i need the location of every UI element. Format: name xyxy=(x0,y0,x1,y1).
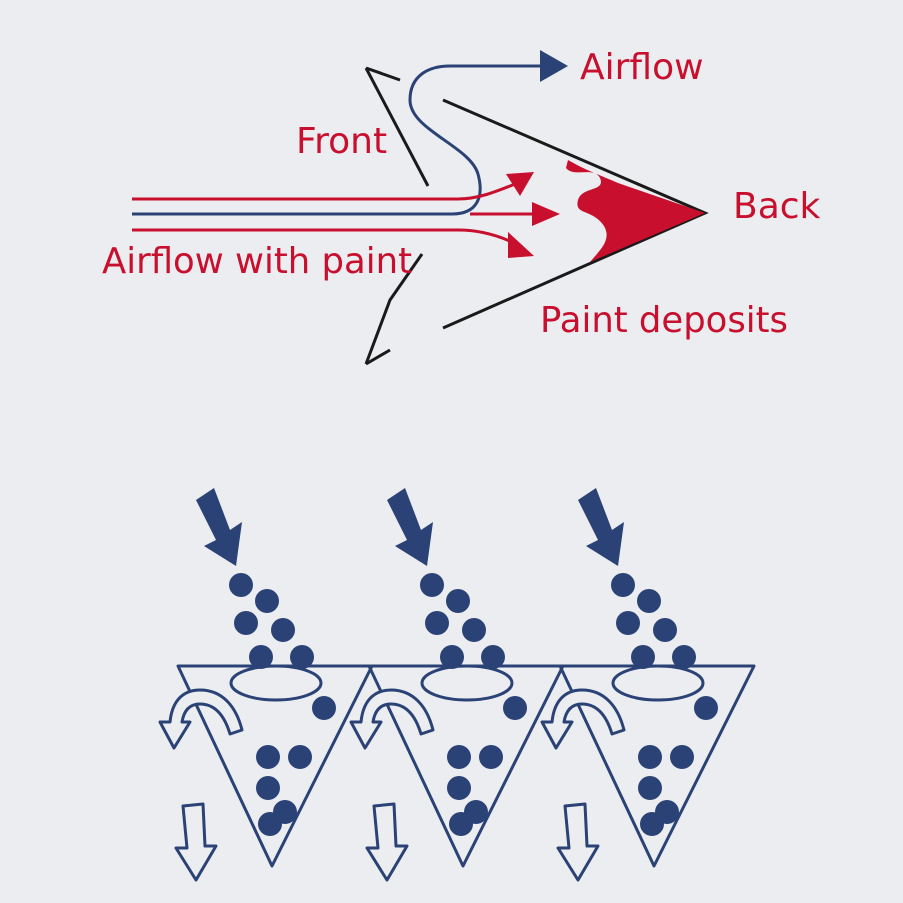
incoming-arrow-icon xyxy=(196,488,242,566)
paint-particle xyxy=(447,776,471,800)
filter-cell-2 xyxy=(349,488,565,882)
paint-particle xyxy=(503,696,527,720)
filter-cell-1 xyxy=(158,488,374,882)
deflect-arrow-icon xyxy=(540,688,626,750)
paint-particle xyxy=(447,745,471,769)
incoming-arrow-icon xyxy=(578,488,624,566)
down-arrow-icon xyxy=(556,802,600,882)
filter-cell-3 xyxy=(540,488,756,882)
deflect-arrow-icon xyxy=(349,688,435,750)
paint-particle xyxy=(425,611,449,635)
paint-particle xyxy=(271,618,295,642)
paint-particle xyxy=(611,573,635,597)
front-label: Front xyxy=(296,121,387,162)
paint-particle xyxy=(249,645,273,669)
back-label: Back xyxy=(733,186,821,227)
pocket-opening xyxy=(420,664,514,702)
paint-particle xyxy=(288,745,312,769)
paint-particle xyxy=(256,745,280,769)
paint-particle xyxy=(290,645,314,669)
paint-airflow-arrowheads xyxy=(506,172,560,258)
paint-particle xyxy=(670,745,694,769)
paint-particle xyxy=(616,611,640,635)
paint-particle xyxy=(672,645,696,669)
incoming-arrow-icon xyxy=(387,488,433,566)
paint-particle xyxy=(440,645,464,669)
paint-particle xyxy=(234,611,258,635)
airflow-arrowhead xyxy=(540,50,568,82)
paint-particle xyxy=(631,645,655,669)
paint-particle xyxy=(653,618,677,642)
paint-particle xyxy=(229,573,253,597)
airflow-curve xyxy=(132,61,567,216)
paint-particle xyxy=(256,776,280,800)
down-arrow-icon xyxy=(365,802,409,882)
pocket-opening xyxy=(611,664,705,702)
paint-deposits-shape xyxy=(566,160,705,262)
paint-particle xyxy=(640,812,664,836)
paint-particle xyxy=(312,696,336,720)
paint-particle xyxy=(258,812,282,836)
paint-particle xyxy=(479,745,503,769)
paint-particle xyxy=(449,812,473,836)
pocket-opening xyxy=(229,664,323,702)
paint-particle xyxy=(637,589,661,613)
paint-particle xyxy=(638,776,662,800)
paint-particle xyxy=(481,645,505,669)
paint-particle xyxy=(420,573,444,597)
down-arrow-icon xyxy=(174,802,218,882)
pocket-cross-section: Airflow Front Back Airflow with paint Pa… xyxy=(102,47,821,366)
filter-cells xyxy=(158,488,756,882)
paint-particle xyxy=(694,696,718,720)
paint-particle xyxy=(255,589,279,613)
paint-particle xyxy=(446,589,470,613)
deflect-arrow-icon xyxy=(158,688,244,750)
airflow-with-paint-label: Airflow with paint xyxy=(102,241,412,282)
paint-deposits-label: Paint deposits xyxy=(540,300,788,341)
paint-particle xyxy=(462,618,486,642)
airflow-label: Airflow xyxy=(580,47,704,88)
paint-particle xyxy=(638,745,662,769)
